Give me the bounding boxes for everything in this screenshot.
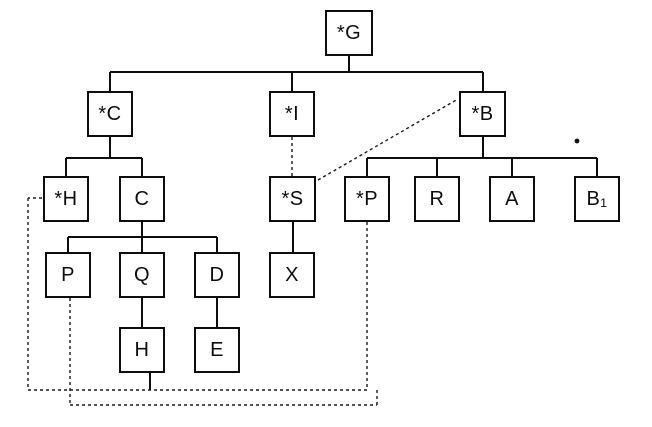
node-b1: B₁	[574, 176, 620, 222]
node-e: E	[194, 327, 240, 373]
node-q: Q	[119, 252, 165, 298]
node-c: C	[119, 176, 165, 222]
node-d: D	[194, 252, 240, 298]
node-star-b: *B	[459, 91, 506, 137]
node-star-s: *S	[269, 176, 316, 222]
dot-mark	[574, 138, 580, 144]
node-star-p: *P	[344, 176, 390, 222]
node-star-c: *C	[87, 91, 133, 137]
dotted-edges	[27, 98, 459, 406]
node-star-h: *H	[43, 176, 89, 222]
node-star-i: *I	[269, 91, 315, 137]
node-a: A	[489, 176, 535, 222]
node-star-g: *G	[325, 10, 373, 56]
node-x: X	[269, 252, 315, 298]
node-r: R	[414, 176, 460, 222]
node-p: P	[45, 252, 91, 298]
node-h: H	[119, 327, 165, 373]
solid-edges	[65, 56, 598, 390]
